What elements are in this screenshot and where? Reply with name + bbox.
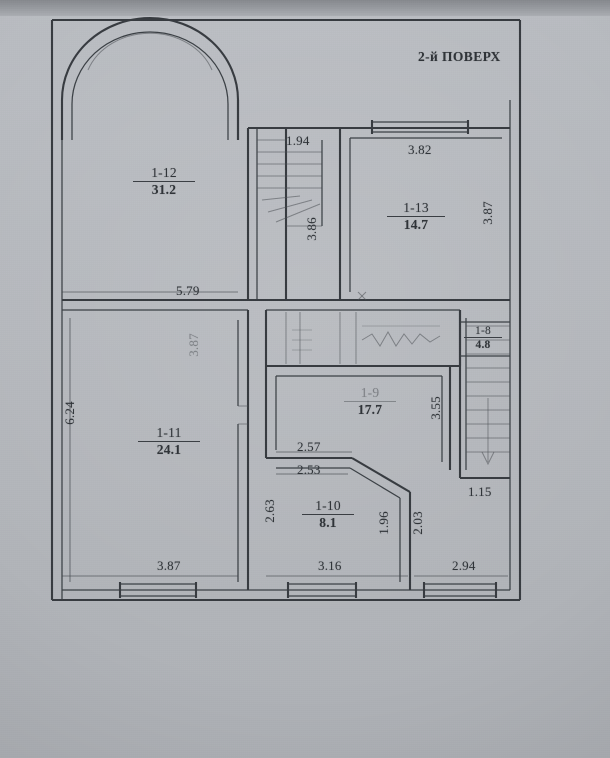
dimension-bay-short: 1.96	[376, 511, 391, 535]
stair-1-8	[458, 310, 510, 480]
dimension-mid-left-span: 5.79	[176, 283, 200, 298]
dimension-left-height: 6.24	[62, 401, 77, 425]
dimension-room-1-11-inner: 3.87	[186, 333, 201, 357]
dimension-bottom-left: 3.87	[157, 558, 181, 573]
dimension-bottom-center: 3.16	[318, 558, 342, 573]
dimension-left-small-height: 2.63	[262, 499, 277, 523]
room-label-1-13: 1-13 14.7	[387, 200, 445, 232]
room-area: 8.1	[319, 514, 337, 530]
room-area: 14.7	[403, 216, 429, 232]
room-number: 1-12	[133, 165, 195, 182]
mid-horizontal-wall	[62, 291, 510, 311]
room-number: 1-8	[464, 325, 502, 339]
dimension-top-right-room: 3.82	[408, 142, 432, 157]
dimension-lines	[62, 291, 508, 582]
top-stair-block	[246, 126, 340, 300]
room-label-1-12: 1-12 31.2	[133, 165, 195, 197]
outer-walls	[50, 18, 522, 602]
room-number: 1-10	[302, 498, 354, 515]
dimension-right-room-height: 3.87	[480, 201, 495, 225]
room-number: 1-13	[387, 200, 445, 217]
room-number: 1-9	[344, 385, 396, 402]
room-area: 17.7	[357, 401, 383, 417]
arched-bay-1-12	[60, 16, 240, 140]
room-label-1-11: 1-11 24.1	[138, 425, 200, 457]
dimension-bay-tall: 2.03	[410, 511, 425, 535]
dimension-top-stair: 1.94	[286, 133, 310, 148]
room-area: 24.1	[156, 441, 182, 457]
room-label-1-10: 1-10 8.1	[302, 498, 354, 530]
room-area: 4.8	[475, 339, 491, 352]
room-1-13-walls	[338, 120, 510, 300]
dimension-center-room-height: 3.55	[428, 396, 443, 420]
room-label-1-8: 1-8 4.8	[464, 325, 502, 352]
dimension-stair-width: 1.15	[468, 484, 492, 499]
dimension-inner-upper: 2.57	[297, 439, 321, 454]
photo-top-edge-band	[0, 0, 610, 16]
room-area: 31.2	[151, 181, 177, 197]
room-1-9-walls	[264, 310, 462, 470]
room-number: 1-11	[138, 425, 200, 442]
room-1-11-walls	[118, 310, 250, 598]
room-1-10-walls	[266, 456, 412, 598]
dimension-bottom-right: 2.94	[452, 558, 476, 573]
dimension-stair-height: 3.86	[304, 217, 319, 241]
dimension-inner-lower: 2.53	[297, 462, 321, 477]
page-title: 2-й ПОВЕРХ	[418, 49, 501, 64]
bottom-right-segment	[422, 582, 498, 598]
room-label-1-9: 1-9 17.7	[344, 385, 396, 417]
